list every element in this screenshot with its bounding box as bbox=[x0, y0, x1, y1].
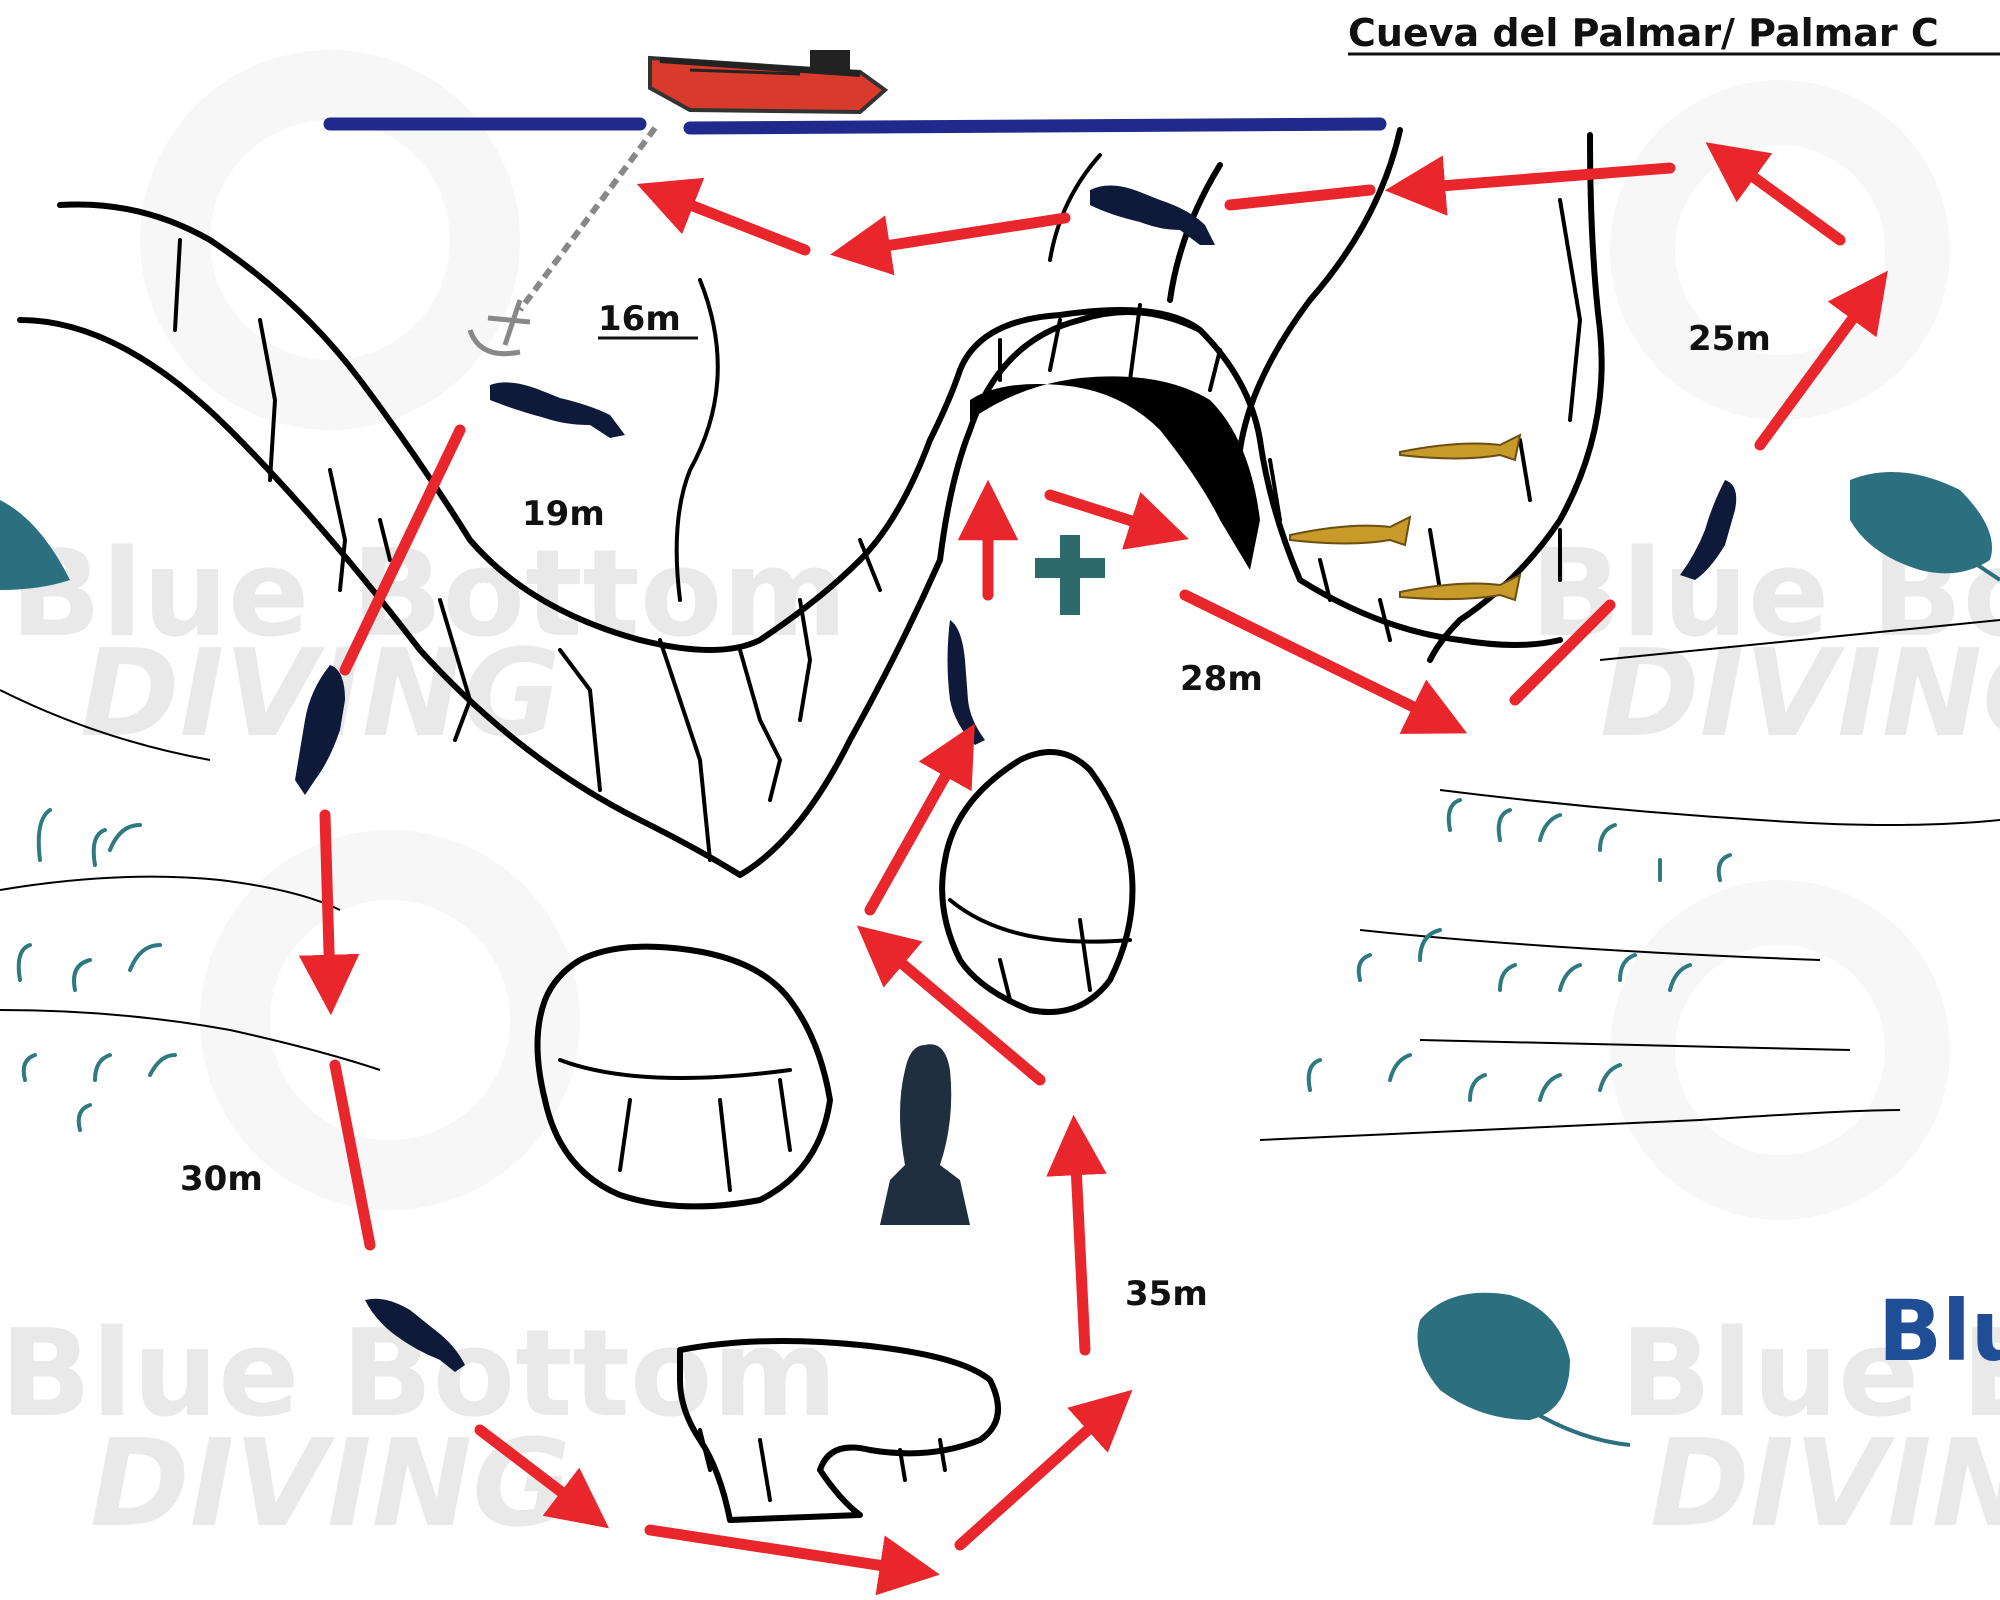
route-arrow bbox=[1705, 142, 1846, 246]
watermark-logo bbox=[140, 50, 520, 430]
diver-icon bbox=[1090, 185, 1215, 245]
depth-label: 16m bbox=[598, 299, 681, 339]
boulder-bottom bbox=[677, 1338, 1001, 1523]
depth-label: 19m bbox=[522, 494, 605, 534]
route-arrow bbox=[1044, 489, 1189, 550]
route-arrow bbox=[1179, 589, 1468, 734]
boulder-center bbox=[939, 749, 1136, 1015]
page-title: Cueva del Palmar/ Palmar C bbox=[1348, 11, 1939, 55]
watermark-logo bbox=[200, 830, 580, 1210]
route-arrow bbox=[636, 177, 811, 256]
route-arrow bbox=[329, 1059, 376, 1251]
stingray-icon bbox=[1850, 472, 2000, 582]
cave-arch bbox=[937, 303, 1563, 648]
watermark-text: Blue Bottom bbox=[1620, 1305, 2000, 1444]
route-arrow bbox=[1754, 270, 1888, 451]
diver-icon bbox=[947, 620, 985, 745]
route-arrow bbox=[298, 809, 360, 1016]
watermark-logo bbox=[1610, 80, 1950, 420]
boat-icon bbox=[648, 50, 889, 115]
fish-group bbox=[1289, 433, 1522, 602]
anchor-icon bbox=[467, 299, 531, 357]
route-arrow bbox=[644, 1524, 940, 1596]
brand-logo-text: Blu bbox=[1878, 1282, 2000, 1380]
route-arrow bbox=[1509, 599, 1616, 706]
watermark-text: Blue Bottom bbox=[10, 525, 847, 664]
dive-route bbox=[298, 142, 1888, 1596]
depth-label: 28m bbox=[1180, 659, 1263, 699]
anchor-chain bbox=[517, 126, 658, 312]
watermark-logo bbox=[1610, 880, 1950, 1220]
route-arrow bbox=[1224, 184, 1376, 211]
fish-icon bbox=[1399, 573, 1522, 602]
diver-icon bbox=[490, 382, 625, 438]
watermark-logos: Blue Bottom DIVING Blue Bottom DIVING Bl… bbox=[0, 50, 2000, 1554]
route-arrow bbox=[1046, 1114, 1107, 1356]
boulder-left bbox=[534, 943, 833, 1210]
sand-contours bbox=[0, 619, 2000, 1141]
watermark-text: DIVING bbox=[90, 1415, 571, 1554]
cross-icon bbox=[1035, 535, 1105, 615]
watermark-text: DIVING bbox=[1600, 625, 2000, 764]
statue-icon bbox=[880, 1044, 970, 1225]
watermark-text: DIVING bbox=[1650, 1415, 2000, 1554]
depth-labels: 16m 19m 25m 28m 30m 35m bbox=[180, 299, 1771, 1314]
route-arrow bbox=[474, 1424, 610, 1529]
route-arrow bbox=[830, 212, 1071, 276]
depth-label: 25m bbox=[1688, 319, 1771, 359]
stingray-icon bbox=[0, 500, 70, 590]
fish-icon bbox=[1289, 515, 1412, 547]
depth-label: 30m bbox=[180, 1159, 263, 1199]
seaweed-patches bbox=[16, 798, 1732, 1132]
depth-label: 35m bbox=[1125, 1274, 1208, 1314]
route-arrow bbox=[864, 723, 975, 916]
diver-icon bbox=[1680, 480, 1737, 580]
route-arrow bbox=[954, 1389, 1133, 1551]
diver-icon bbox=[365, 1298, 465, 1372]
map-title: Cueva del Palmar/ Palmar C bbox=[1348, 11, 2000, 56]
diver-icon bbox=[295, 665, 345, 795]
route-arrow bbox=[339, 424, 466, 676]
route-arrow bbox=[856, 925, 1046, 1086]
right-reef-wall bbox=[1048, 127, 1605, 663]
left-reef-wall bbox=[17, 201, 963, 878]
route-arrow bbox=[1384, 155, 1676, 216]
fish-icon bbox=[1399, 433, 1522, 462]
water-surface-line bbox=[323, 117, 1387, 135]
stingray-icon bbox=[1417, 1292, 1631, 1447]
